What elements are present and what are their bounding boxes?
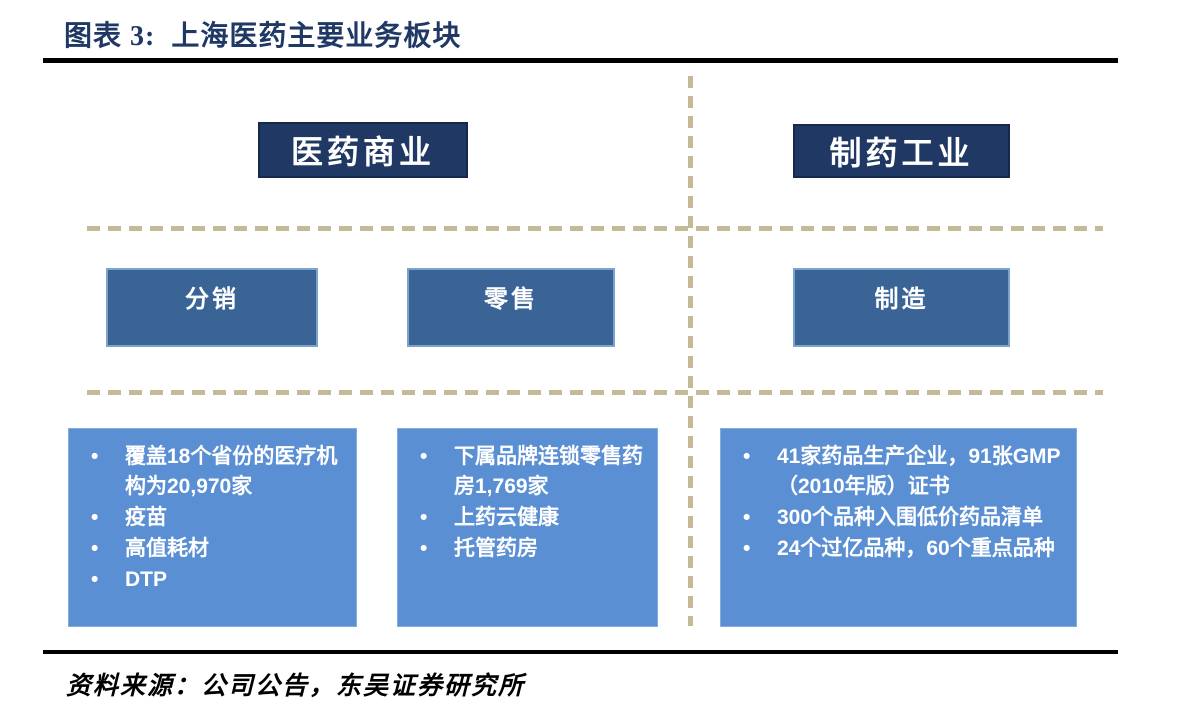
- top-rule: [43, 58, 1118, 63]
- detail-item: 疫苗: [83, 503, 348, 533]
- detail-item: 24个过亿品种，60个重点品种: [735, 534, 1068, 564]
- detail-box-distribution: 覆盖18个省份的医疗机构为20,970家 疫苗 高值耗材 DTP: [68, 428, 357, 627]
- detail-item: 41家药品生产企业，91张GMP（2010年版）证书: [735, 442, 1068, 502]
- segment-header-pharma-industry: 制药工业: [793, 124, 1010, 178]
- detail-item: 上药云健康: [412, 503, 649, 533]
- vertical-dashed-divider: [688, 76, 693, 626]
- detail-list-distribution: 覆盖18个省份的医疗机构为20,970家 疫苗 高值耗材 DTP: [69, 429, 356, 595]
- detail-item: 高值耗材: [83, 534, 348, 564]
- category-box-manufacturing: 制造: [793, 268, 1010, 347]
- detail-item: DTP: [83, 565, 348, 595]
- category-box-retail: 零售: [407, 268, 615, 347]
- detail-list-retail: 下属品牌连锁零售药房1,769家 上药云健康 托管药房: [398, 429, 657, 564]
- detail-item: 托管药房: [412, 534, 649, 564]
- detail-box-manufacturing: 41家药品生产企业，91张GMP（2010年版）证书 300个品种入围低价药品清…: [720, 428, 1077, 627]
- detail-item: 覆盖18个省份的医疗机构为20,970家: [83, 442, 348, 502]
- segment-header-pharma-commerce: 医药商业: [258, 122, 468, 178]
- bottom-rule: [43, 650, 1118, 654]
- figure-source: 资料来源：公司公告，东吴证券研究所: [66, 673, 526, 700]
- category-box-distribution: 分销: [106, 268, 318, 347]
- figure-title: 图表 3: 上海医药主要业务板块: [64, 21, 462, 52]
- detail-box-retail: 下属品牌连锁零售药房1,769家 上药云健康 托管药房: [397, 428, 658, 627]
- detail-item: 下属品牌连锁零售药房1,769家: [412, 442, 649, 502]
- horizontal-dashed-divider-upper: [87, 226, 1103, 231]
- detail-item: 300个品种入围低价药品清单: [735, 503, 1068, 533]
- horizontal-dashed-divider-lower: [87, 390, 1103, 395]
- detail-list-manufacturing: 41家药品生产企业，91张GMP（2010年版）证书 300个品种入围低价药品清…: [721, 429, 1076, 564]
